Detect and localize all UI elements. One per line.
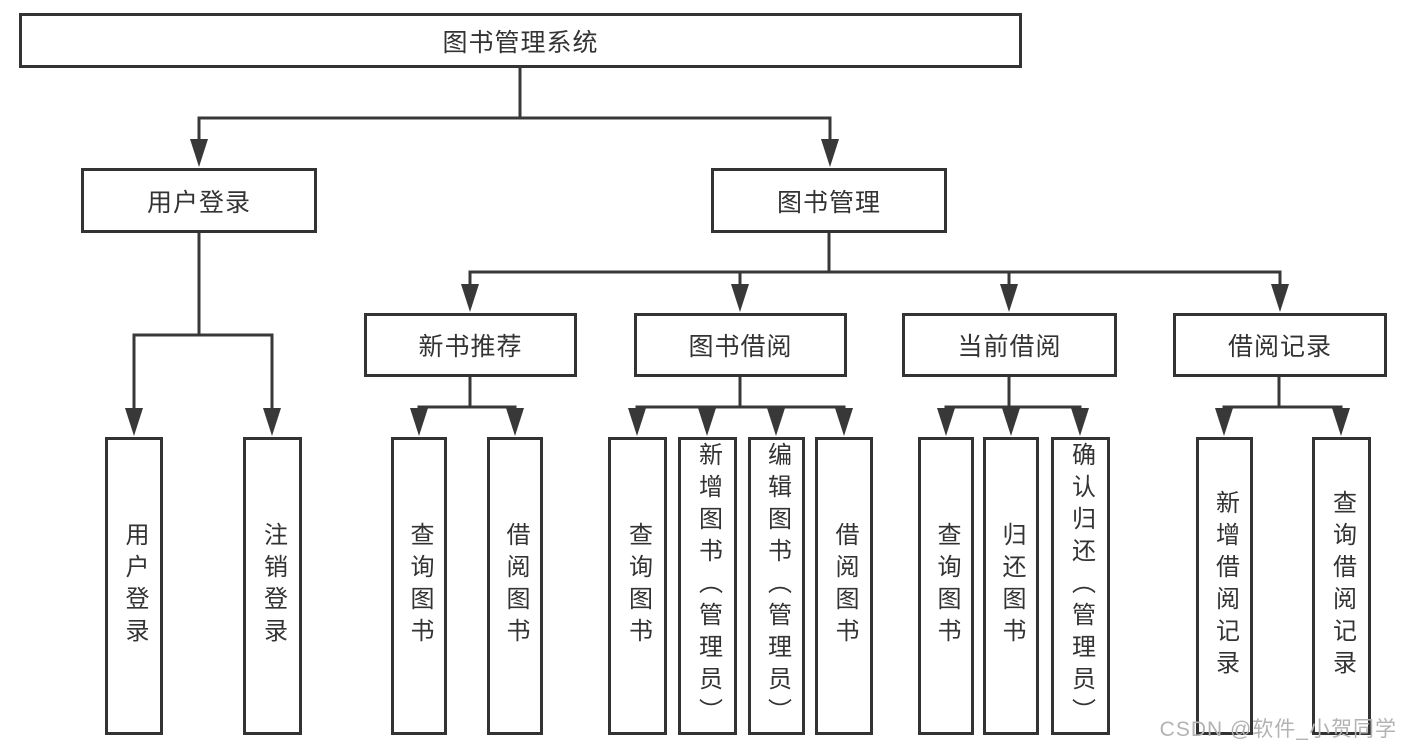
leaf-logout: 注销登录 <box>243 437 302 735</box>
leaf-cb-query-books: 查询图书 <box>918 437 974 735</box>
node-book-borrowing-label: 图书借阅 <box>688 333 793 361</box>
leaf-bb-borrow-books: 借阅图书 <box>815 437 873 735</box>
leaf-bb-edit-book-admin: 编辑图书（管理员） <box>748 437 805 735</box>
leaf-br-add-record: 新增借阅记录 <box>1196 437 1253 735</box>
node-user-login-label: 用户登录 <box>146 188 251 217</box>
leaf-user-login: 用户登录 <box>105 437 163 735</box>
watermark: CSDN @软件_小贺同学 <box>1159 718 1397 741</box>
node-new-book-recommend: 新书推荐 <box>364 313 577 377</box>
leaf-br-query-record: 查询借阅记录 <box>1312 437 1371 735</box>
leaf-cb-confirm-return-admin: 确认归还（管理员） <box>1051 437 1110 735</box>
node-book-management-label: 图书管理 <box>776 188 881 217</box>
node-user-login: 用户登录 <box>81 168 317 233</box>
leaf-bb-query-books: 查询图书 <box>608 437 667 735</box>
leaf-nb-borrow-books: 借阅图书 <box>487 437 543 735</box>
node-book-borrowing: 图书借阅 <box>634 313 847 377</box>
leaf-nb-query-books: 查询图书 <box>391 437 447 735</box>
leaf-cb-return-books: 归还图书 <box>983 437 1039 735</box>
leaf-bb-add-book-admin: 新增图书（管理员） <box>678 437 737 735</box>
node-borrowing-records: 借阅记录 <box>1173 313 1387 377</box>
node-current-borrowing-label: 当前借阅 <box>957 333 1062 361</box>
node-borrowing-records-label: 借阅记录 <box>1227 333 1332 361</box>
node-root-label: 图书管理系统 <box>442 28 599 57</box>
node-root: 图书管理系统 <box>19 13 1022 68</box>
node-new-book-recommend-label: 新书推荐 <box>418 333 523 361</box>
node-current-borrowing: 当前借阅 <box>902 313 1117 377</box>
node-book-management: 图书管理 <box>711 168 947 233</box>
